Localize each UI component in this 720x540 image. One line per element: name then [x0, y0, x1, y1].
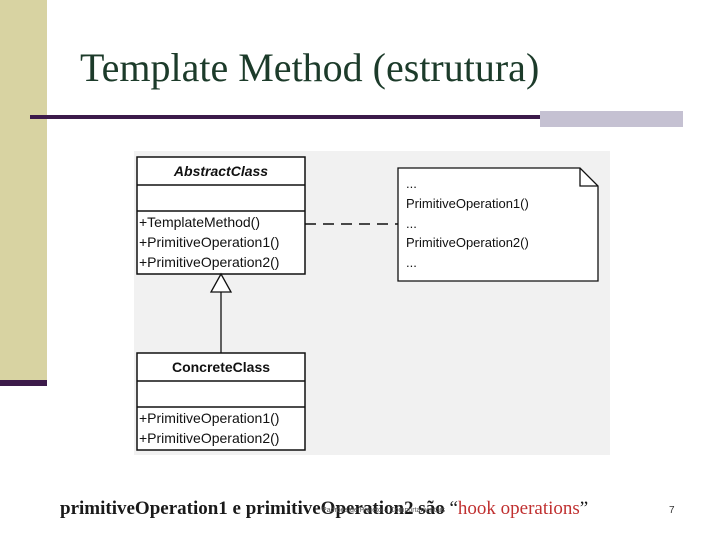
title-underline	[30, 115, 540, 119]
concrete-class-name: ConcreteClass	[172, 359, 270, 375]
caption-open-quote: “	[449, 498, 458, 519]
caption-hook-operations: hook operations	[457, 498, 580, 519]
note-line: ...	[406, 255, 417, 270]
inheritance-arrow	[209, 272, 233, 353]
concrete-class-operation: +PrimitiveOperation1()	[139, 410, 279, 426]
page-number: 7	[669, 505, 675, 516]
note-line: PrimitiveOperation1()	[406, 196, 529, 211]
note-line: PrimitiveOperation2()	[406, 235, 529, 250]
uml-diagram-canvas: AbstractClass +TemplateMethod() +Primiti…	[136, 156, 599, 451]
decorative-side-bar	[0, 0, 47, 383]
note-line: ...	[406, 216, 417, 231]
uml-class-diagram: AbstractClass +TemplateMethod() +Primiti…	[134, 151, 610, 455]
slide-title: Template Method (estrutura)	[80, 45, 540, 90]
abstract-class-box: AbstractClass +TemplateMethod() +Primiti…	[136, 156, 306, 275]
caption-main-text: primitiveOperation1 e primitiveOperation…	[60, 498, 450, 519]
side-bar-accent	[0, 380, 47, 386]
abstract-class-operation: +PrimitiveOperation1()	[139, 234, 279, 250]
concrete-class-box: ConcreteClass +PrimitiveOperation1() +Pr…	[136, 352, 306, 451]
caption-close-quote: ”	[579, 498, 589, 519]
abstract-class-name: AbstractClass	[173, 163, 268, 179]
title-underline-accent	[540, 111, 683, 127]
note-box: ... PrimitiveOperation1() ... PrimitiveO…	[397, 167, 599, 282]
abstract-class-operation: +PrimitiveOperation2()	[139, 254, 279, 270]
concrete-class-operation: +PrimitiveOperation2()	[139, 430, 279, 446]
footer-small-text: Padrões de Projeto – Comportamentais	[322, 507, 445, 514]
slide-caption: primitiveOperation1 e primitiveOperation…	[60, 498, 588, 520]
note-line: ...	[406, 176, 417, 191]
abstract-class-operation: +TemplateMethod()	[139, 214, 260, 230]
